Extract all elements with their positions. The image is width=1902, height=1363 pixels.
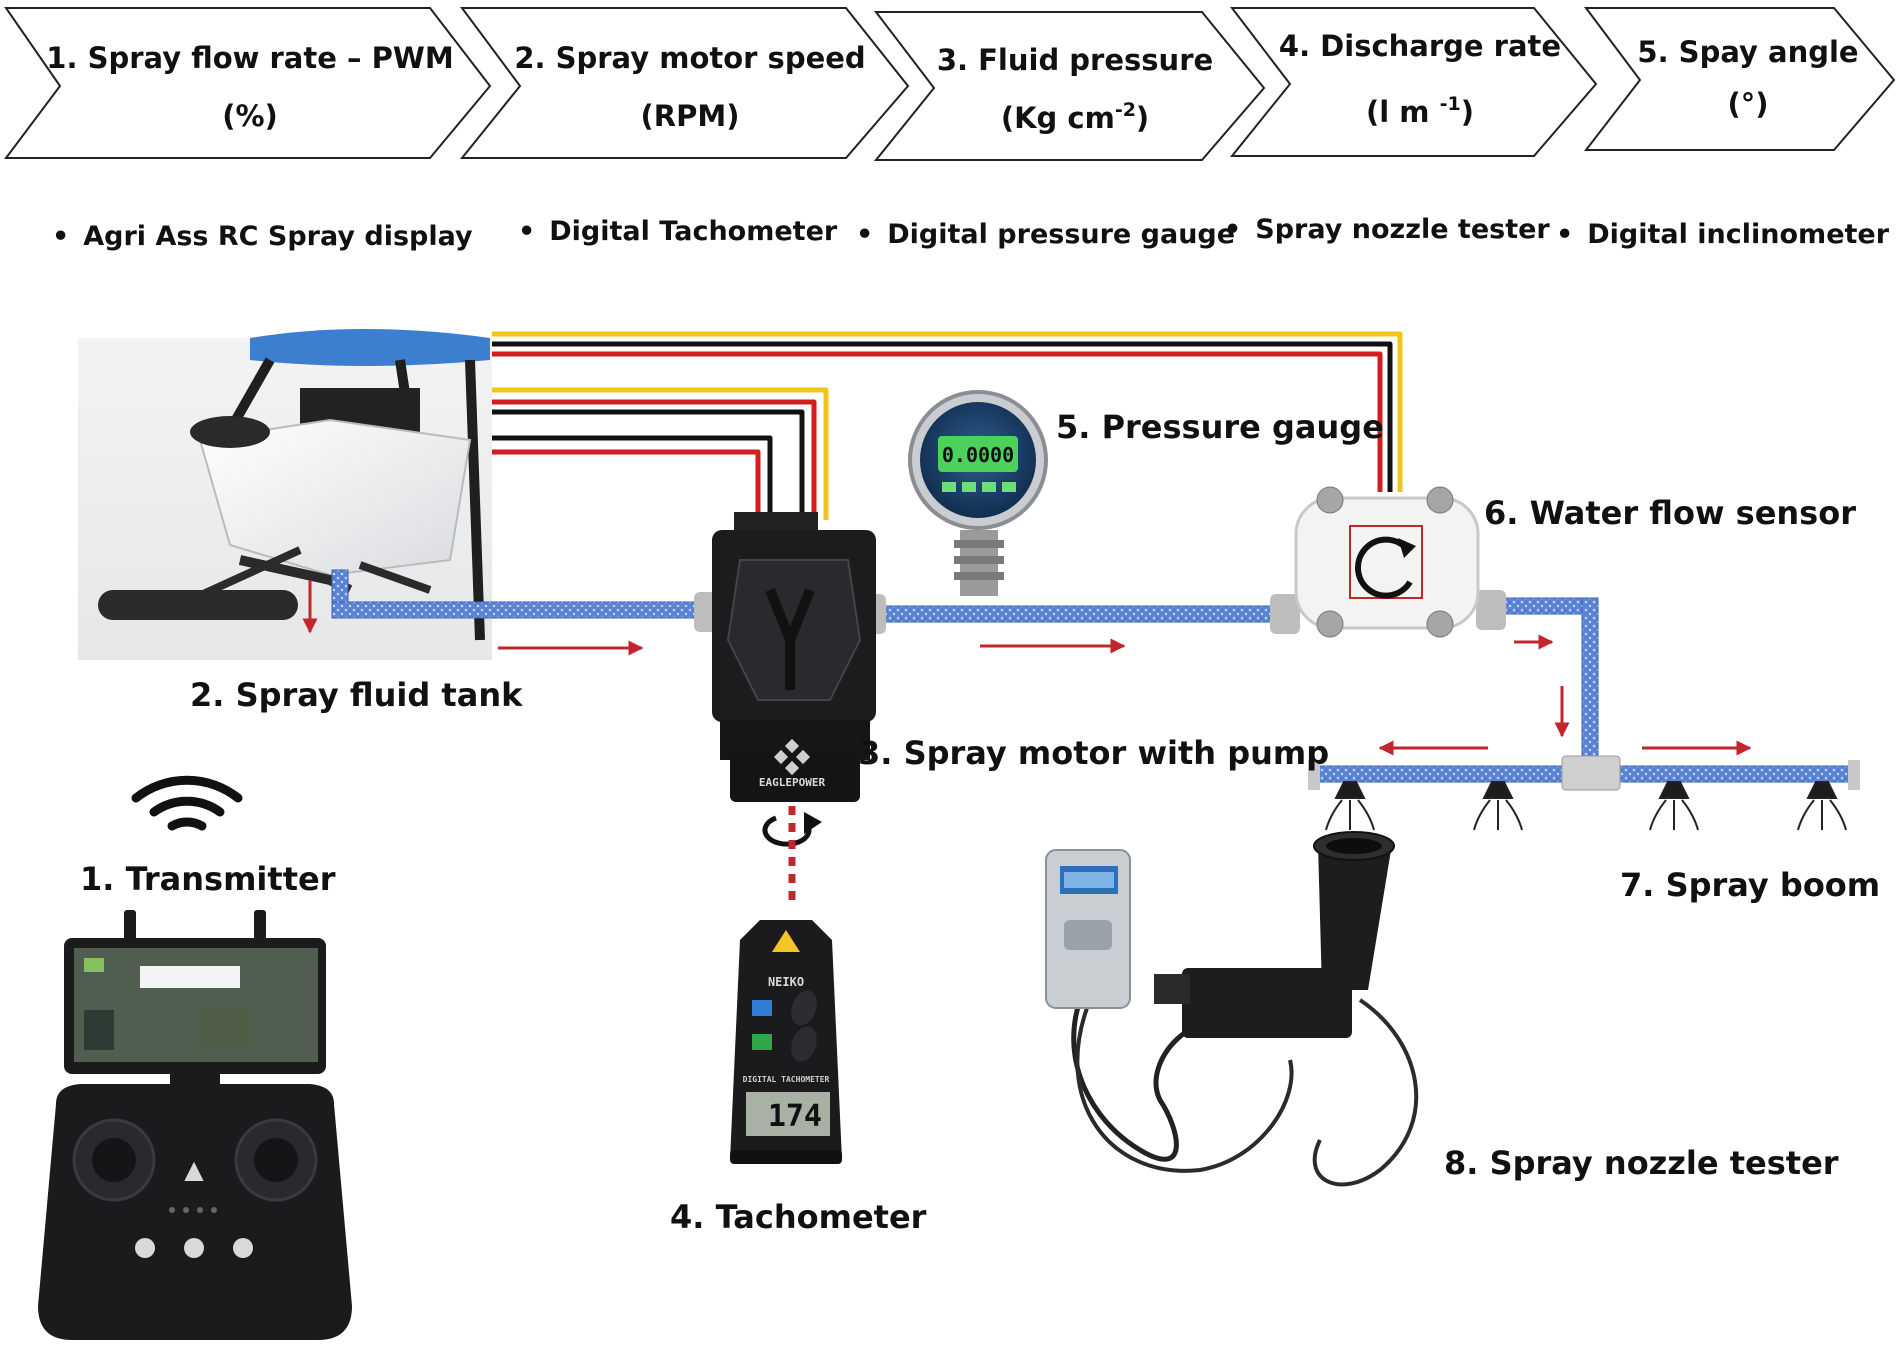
nozzle-4 <box>1797 781 1847 831</box>
chevron-5: 5. Spay angle (°) <box>1583 7 1896 151</box>
chevron-2-unit: (RPM) <box>641 99 740 133</box>
pressure-gauge-device: 0.0000 <box>908 390 1048 596</box>
chevron-1-title: 1. Spray flow rate – PWM <box>46 41 453 75</box>
label-gauge: 5. Pressure gauge <box>1056 408 1384 446</box>
chevron-5-unit: (°) <box>1727 87 1768 121</box>
label-transmitter: 1. Transmitter <box>80 860 336 898</box>
nozzle-1 <box>1325 781 1375 831</box>
label-boom: 7. Spray boom <box>1620 866 1880 904</box>
label-motor: 3. Spray motor with pump <box>858 734 1329 772</box>
tacho-readout: 174 <box>768 1099 822 1134</box>
chevron-2-title: 2. Spray motor speed <box>514 41 865 75</box>
gauge-readout: 0.0000 <box>942 443 1014 467</box>
transmitter-device <box>38 910 352 1340</box>
component-labels: 1. Transmitter 2. Spray fluid tank 3. Sp… <box>80 408 1880 1236</box>
tacho-caption: DIGITAL TACHOMETER <box>743 1075 830 1084</box>
nozzle-2 <box>1473 781 1523 831</box>
spray-fluid-tank-photo <box>78 329 492 660</box>
tacho-brand: NEIKO <box>768 975 804 989</box>
label-tachometer: 4. Tachometer <box>670 1198 927 1236</box>
label-flow-sensor: 6. Water flow sensor <box>1484 494 1856 532</box>
instrument-2: •Digital Tachometer <box>518 216 838 247</box>
spray-nozzle-tester-device <box>1045 831 1419 1187</box>
chevron-5-title: 5. Spay angle <box>1637 35 1858 69</box>
label-tank: 2. Spray fluid tank <box>190 676 523 714</box>
pump-logo-icon <box>773 738 811 776</box>
tachometer-device: NEIKO DIGITAL TACHOMETER 174 <box>730 920 842 1164</box>
chevron-4-unit: (l m -1) <box>1366 93 1474 129</box>
pump-brand: EAGLEPOWER <box>759 776 826 789</box>
flow-rotation-icon <box>1355 536 1416 599</box>
chevron-3: 3. Fluid pressure (Kg cm-2) <box>873 11 1266 161</box>
parameter-chevrons: 1. Spray flow rate – PWM (%) 2. Spray mo… <box>4 7 1896 161</box>
instrument-3: •Digital pressure gauge <box>856 219 1235 250</box>
instrument-1: •Agri Ass RC Spray display <box>52 221 473 252</box>
water-flow-sensor-device <box>1294 486 1480 638</box>
rotation-arrow-icon <box>762 812 822 847</box>
chevron-1: 1. Spray flow rate – PWM (%) <box>4 7 492 159</box>
label-tester: 8. Spray nozzle tester <box>1444 1144 1839 1182</box>
chevron-2: 2. Spray motor speed (RPM) <box>459 7 910 159</box>
chevron-4: 4. Discharge rate (l m -1) <box>1229 7 1598 157</box>
spray-motor-pump: EAGLEPOWER <box>712 512 876 802</box>
nozzle-3 <box>1649 781 1699 831</box>
chevron-3-unit: (Kg cm-2) <box>1001 99 1149 135</box>
chevron-1-unit: (%) <box>222 99 278 133</box>
signal-wires <box>482 331 1403 520</box>
instrument-list: •Agri Ass RC Spray display •Digital Tach… <box>52 214 1890 252</box>
instrument-5: •Digital inclinometer <box>1556 219 1890 250</box>
chevron-3-title: 3. Fluid pressure <box>937 43 1213 77</box>
flow-arrows <box>302 580 1752 756</box>
chevron-4-title: 4. Discharge rate <box>1279 29 1561 63</box>
wifi-signal-icon <box>131 775 243 831</box>
instrument-4: •Spray nozzle tester <box>1224 214 1550 245</box>
spray-boom-nozzles <box>1325 781 1847 831</box>
